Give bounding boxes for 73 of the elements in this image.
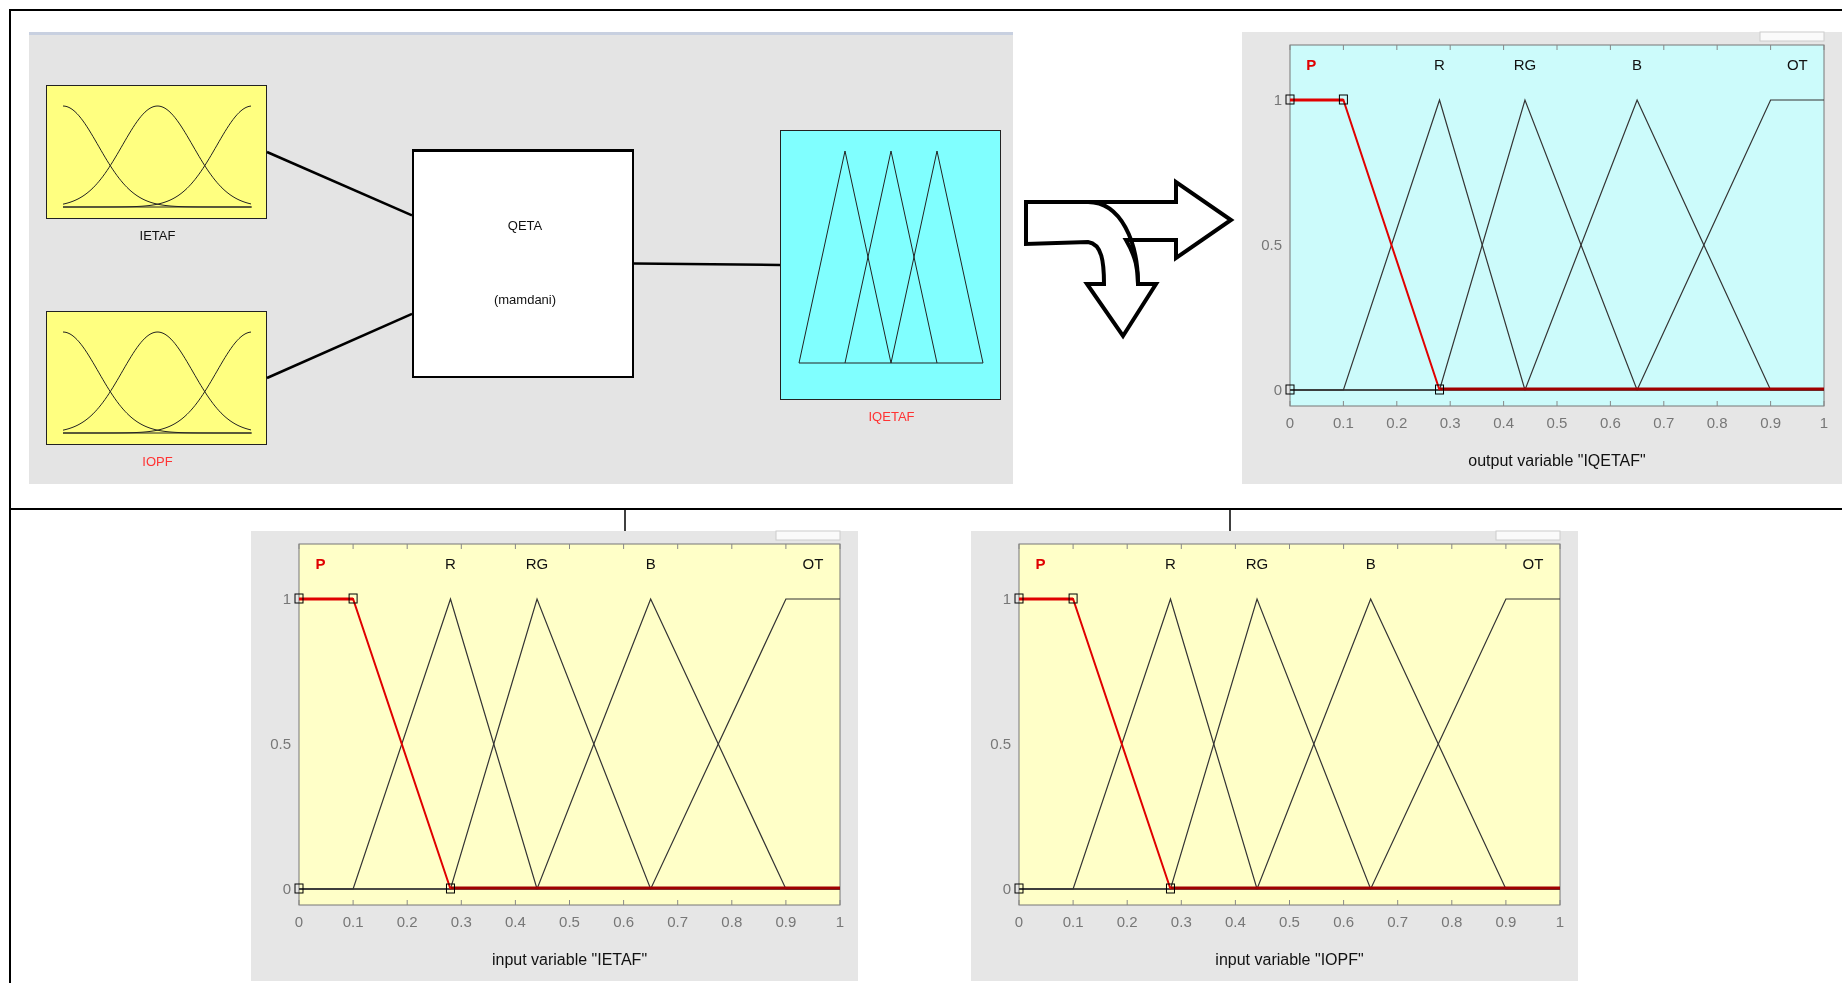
rule-block-box xyxy=(412,149,634,378)
membership-label: B xyxy=(645,555,656,572)
tick-label: 1 xyxy=(835,913,845,930)
tick-label: 0.3 xyxy=(1439,414,1461,431)
method-label: (mamdani) xyxy=(493,292,557,307)
tick-label: 0.1 xyxy=(1332,414,1354,431)
tick-label: 0.2 xyxy=(1116,913,1138,930)
membership-label: OT xyxy=(802,555,824,572)
tick-label: 0.6 xyxy=(1599,414,1621,431)
variable-label: IQETAF xyxy=(868,409,915,424)
membership-label: B xyxy=(1365,555,1376,572)
tick-label: 0.5 xyxy=(1261,236,1282,253)
membership-function-plot xyxy=(1242,32,1842,484)
tick-label: 0.4 xyxy=(1224,913,1246,930)
membership-label: R xyxy=(445,555,456,572)
connector-line xyxy=(266,150,413,217)
tick-label: 0.8 xyxy=(1706,414,1728,431)
tick-label: 0 xyxy=(282,880,291,897)
tick-label: 0.4 xyxy=(504,913,526,930)
axis-title: input variable "IETAF" xyxy=(491,951,648,969)
tick-label: 0 xyxy=(1002,880,1011,897)
membership-label: OT xyxy=(1786,56,1808,73)
variable-label: IETAF xyxy=(139,228,176,243)
tick-label: 0.8 xyxy=(721,913,743,930)
tick-label: 0.5 xyxy=(1279,913,1300,930)
tick-label: 0.5 xyxy=(559,913,580,930)
tick-label: 1 xyxy=(1273,91,1282,108)
tick-label: 0.9 xyxy=(1495,913,1517,930)
tick-label: 0.3 xyxy=(450,913,472,930)
tick-label: 0.8 xyxy=(1441,913,1463,930)
membership-label: RG xyxy=(1245,555,1269,572)
tick-label: 0.5 xyxy=(990,735,1011,752)
tick-label: 0 xyxy=(1014,913,1024,930)
membership-function-plot xyxy=(251,531,858,981)
tick-label: 0.6 xyxy=(1333,913,1354,930)
tick-label: 1 xyxy=(1819,414,1829,431)
tick-label: 0.2 xyxy=(396,913,418,930)
connector-line xyxy=(634,262,780,267)
membership-function-plot xyxy=(971,531,1578,981)
membership-label: P xyxy=(1035,555,1046,572)
membership-label: RG xyxy=(1513,56,1537,73)
membership-label: RG xyxy=(525,555,549,572)
fis-editor-panel xyxy=(29,32,1013,484)
tick-label: 0.5 xyxy=(1546,414,1568,431)
variable-label: IOPF xyxy=(142,454,173,469)
axis-title: output variable "IQETAF" xyxy=(1468,452,1646,470)
membership-label: P xyxy=(315,555,326,572)
tick-label: 0.4 xyxy=(1493,414,1514,431)
membership-label: R xyxy=(1165,555,1176,572)
membership-label: B xyxy=(1632,56,1643,73)
tick-label: 0.7 xyxy=(667,913,689,930)
tick-label: 1 xyxy=(1555,913,1565,930)
membership-label: R xyxy=(1434,56,1445,73)
tick-label: 0.5 xyxy=(270,735,291,752)
tick-label: 0.9 xyxy=(1760,414,1781,431)
tick-label: 0.2 xyxy=(1386,414,1408,431)
tick-label: 0.7 xyxy=(1653,414,1675,431)
axis-title: input variable "IOPF" xyxy=(1215,951,1364,969)
membership-label: P xyxy=(1306,56,1317,73)
tick-label: 0.9 xyxy=(775,913,797,930)
connector-line xyxy=(266,312,413,380)
tick-label: 0 xyxy=(294,913,304,930)
tick-label: 0.7 xyxy=(1387,913,1409,930)
tick-label: 0.1 xyxy=(1062,913,1084,930)
tick-label: 0 xyxy=(1285,414,1295,431)
membership-label: OT xyxy=(1522,555,1544,572)
tick-label: 0 xyxy=(1273,381,1282,398)
tick-label: 1 xyxy=(1002,590,1011,607)
tick-label: 0.6 xyxy=(613,913,634,930)
tick-label: 0.1 xyxy=(342,913,364,930)
system-name: QETA xyxy=(507,218,543,233)
tick-label: 0.3 xyxy=(1170,913,1192,930)
tick-label: 1 xyxy=(282,590,291,607)
